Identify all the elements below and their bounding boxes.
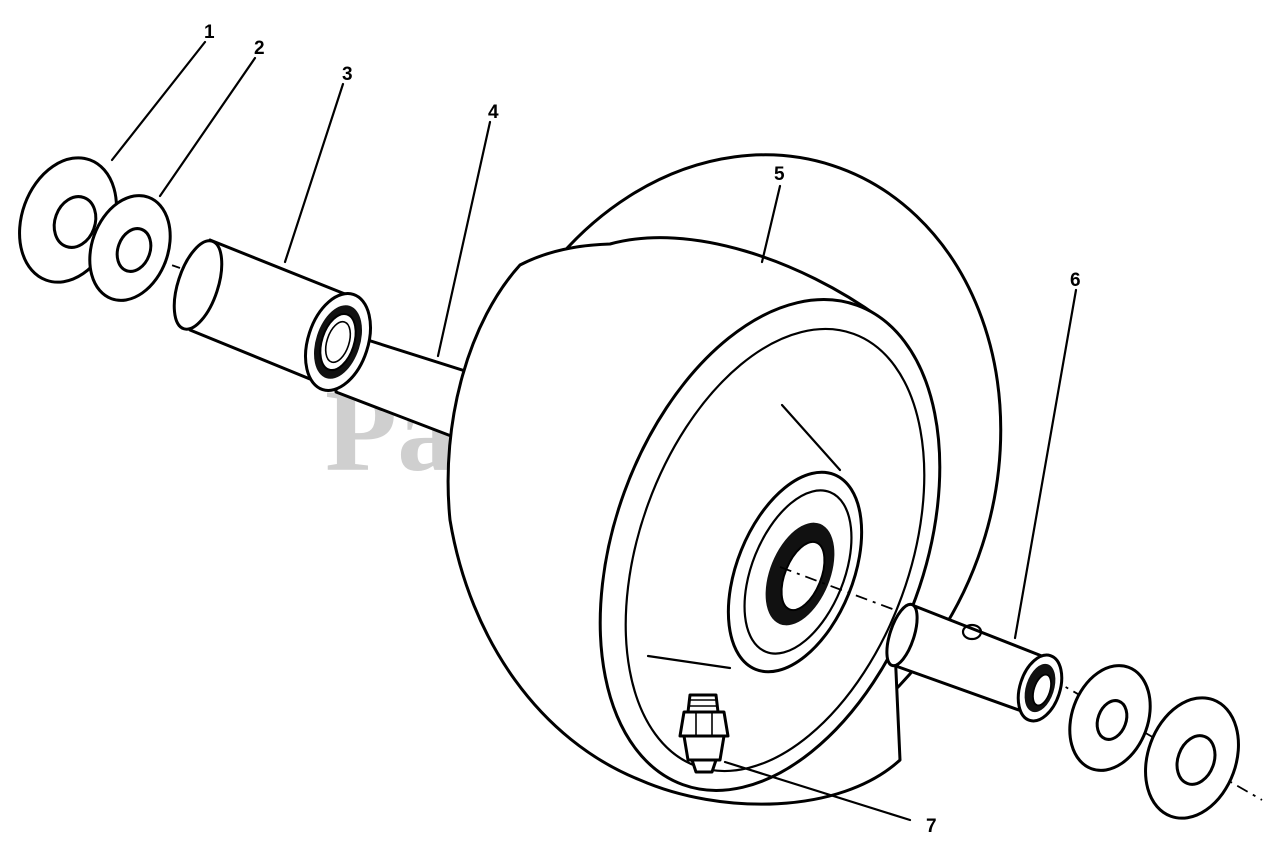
part-7-grease-fitting[interactable] bbox=[678, 693, 730, 774]
leader-lines bbox=[110, 40, 1078, 822]
callout-1: 1 bbox=[204, 22, 215, 43]
callout-4: 4 bbox=[488, 102, 499, 123]
wheel-web-line-upper bbox=[780, 403, 842, 472]
callout-2: 2 bbox=[254, 38, 265, 59]
right-outer-washer[interactable] bbox=[1129, 685, 1254, 832]
callout-5: 5 bbox=[774, 164, 785, 185]
callout-3: 3 bbox=[342, 64, 353, 85]
part-2-washer[interactable] bbox=[76, 184, 184, 311]
right-centerline-a bbox=[779, 566, 896, 611]
part-6-spacer[interactable] bbox=[881, 601, 1070, 727]
part-3-spacer[interactable] bbox=[165, 235, 382, 399]
right-inner-washer[interactable] bbox=[1056, 654, 1164, 781]
callout-6: 6 bbox=[1070, 270, 1081, 291]
callout-7: 7 bbox=[926, 816, 937, 837]
wheel-web-line-lower bbox=[646, 654, 732, 670]
grease-hole-icon bbox=[961, 623, 983, 641]
part-5-wheel[interactable] bbox=[390, 85, 1079, 845]
